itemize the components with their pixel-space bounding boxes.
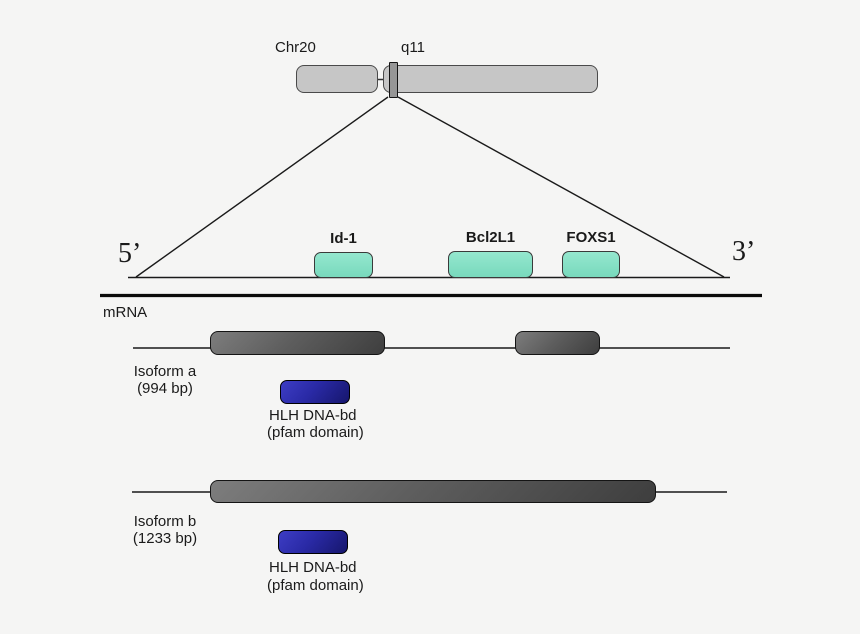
isoform-b-length: (1233 bp) (132, 530, 198, 547)
five-prime-label: 5’ (118, 238, 142, 269)
gene-label-bcl2l1: Bcl2L1 (465, 229, 516, 246)
q11-band (389, 62, 398, 98)
gene-box-bcl2l1 (448, 251, 533, 278)
isoform-a-name: Isoform a (133, 363, 197, 380)
three-prime-label: 3’ (732, 236, 756, 267)
chromosome-p-arm (296, 65, 378, 93)
gene-label-id1: Id-1 (330, 230, 357, 247)
gene-label-foxs1: FOXS1 (566, 229, 616, 246)
isoform-b-domain-name: HLH DNA-bd (269, 559, 357, 576)
isoform-b-domain-box (278, 530, 348, 554)
chromosome-q-arm (383, 65, 598, 93)
isoform-a-length: (994 bp) (137, 380, 193, 397)
mrna-section-label: mRNA (103, 304, 148, 321)
isoform-a-exon-2 (515, 331, 600, 355)
chromosome-label: Chr20 (275, 39, 316, 56)
zoom-line-right (397, 96, 725, 278)
isoform-a-domain-note: (pfam domain) (267, 424, 364, 441)
zoom-line-left (135, 96, 389, 278)
isoform-b-label: Isoform b (1233 bp) (115, 513, 215, 547)
isoform-a-domain-name: HLH DNA-bd (269, 407, 357, 424)
isoform-b-name: Isoform b (133, 513, 197, 530)
isoform-b-exon (210, 480, 656, 503)
isoform-b-domain-note: (pfam domain) (267, 577, 364, 594)
gene-box-id1 (314, 252, 373, 278)
isoform-a-label: Isoform a (994 bp) (115, 363, 215, 397)
gene-box-foxs1 (562, 251, 620, 278)
band-label: q11 (401, 39, 425, 56)
isoform-a-exon-1 (210, 331, 385, 355)
isoform-a-domain-box (280, 380, 350, 404)
